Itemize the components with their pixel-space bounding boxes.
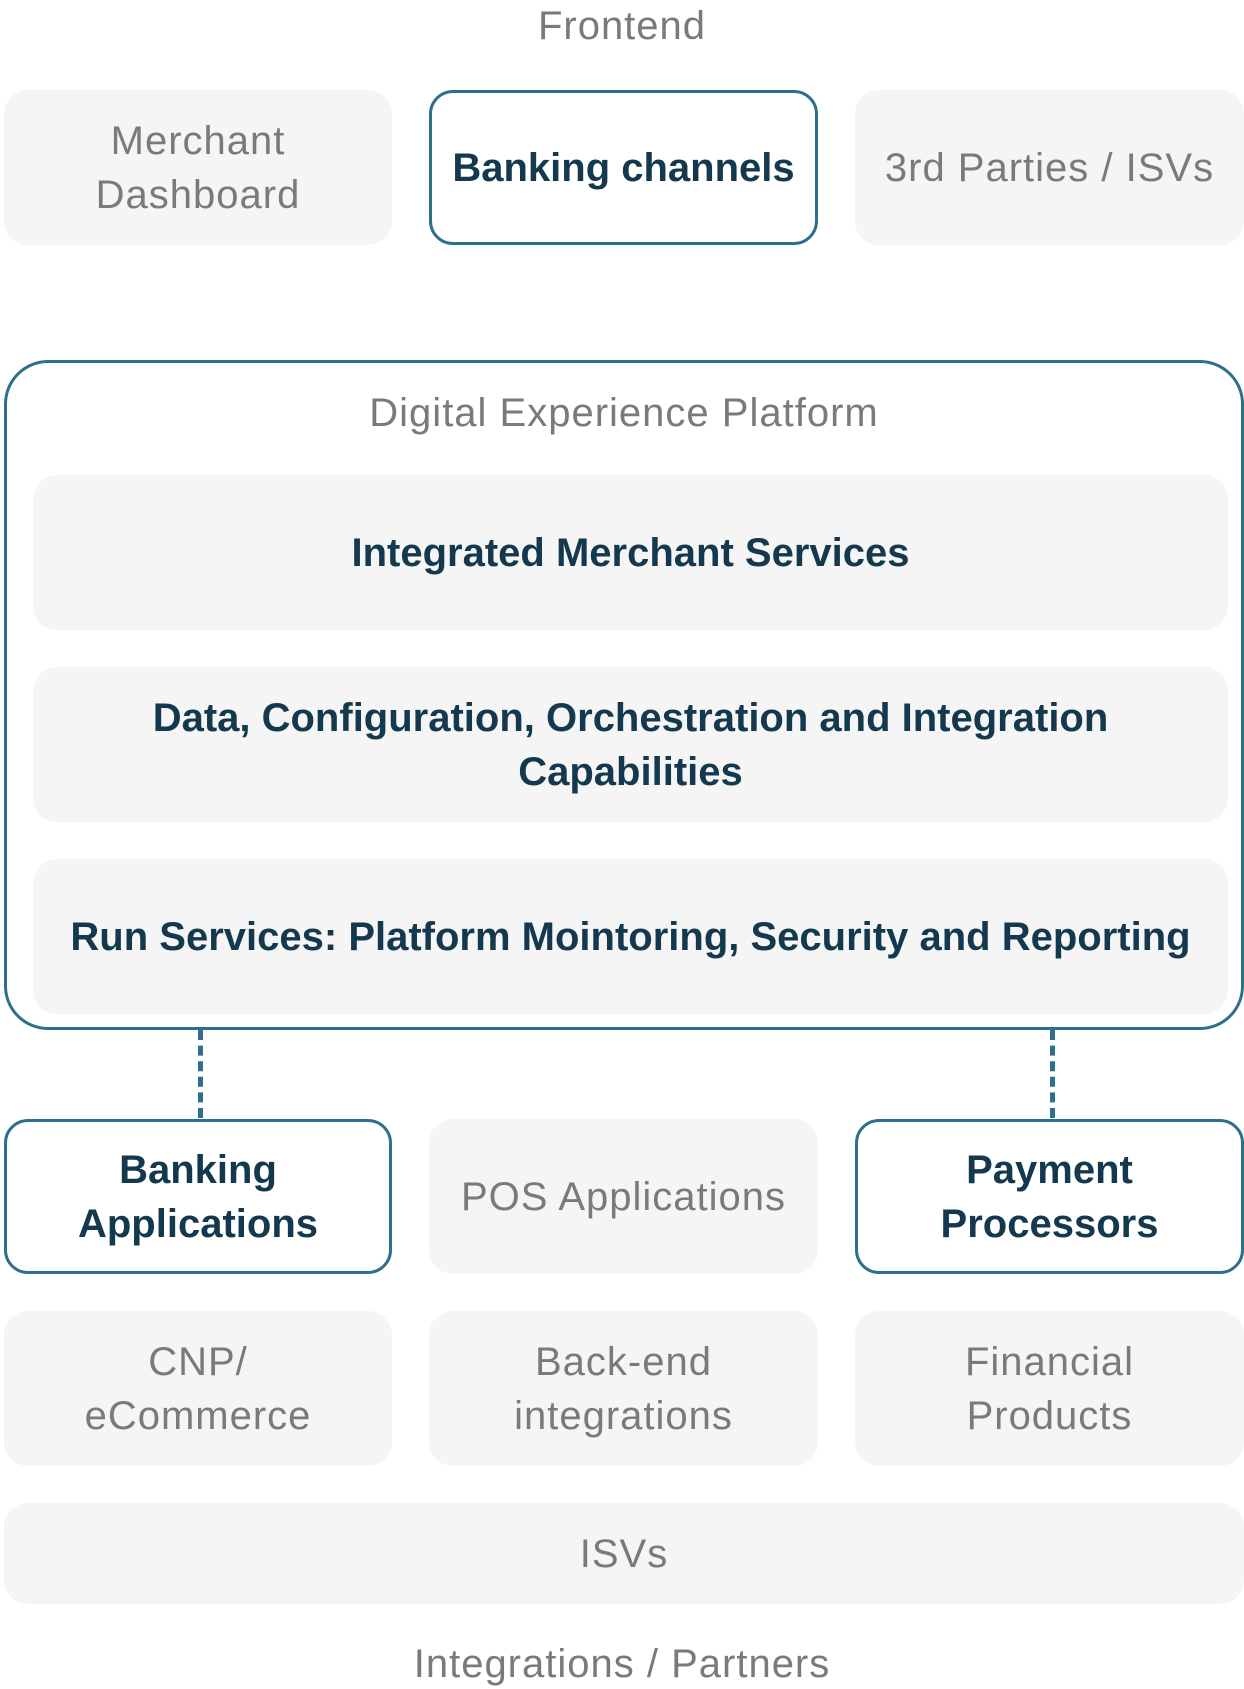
connector-banking-applications <box>198 1030 203 1118</box>
digital-experience-platform: Digital Experience Platform Integrated M… <box>4 360 1244 1030</box>
platform-title: Digital Experience Platform <box>369 391 879 435</box>
connector-payment-processors <box>1050 1030 1055 1118</box>
cnp-ecommerce-box: CNP/ eCommerce <box>4 1311 392 1466</box>
financial-products-box: Financial Products <box>855 1311 1244 1466</box>
frontend-title: Frontend <box>537 4 707 48</box>
merchant-dashboard-label: Merchant Dashboard <box>95 118 301 217</box>
backend-integrations-box: Back-end integrations <box>429 1311 818 1466</box>
platform-layer-label: Integrated Merchant Services <box>351 530 910 575</box>
payment-processors-label: Payment Processors <box>940 1147 1159 1246</box>
third-parties-box: 3rd Parties / ISVs <box>855 90 1244 245</box>
backend-integrations-label: Back-end integrations <box>514 1339 733 1438</box>
pos-applications-label: POS Applications <box>460 1174 787 1219</box>
banking-channels-box: Banking channels <box>429 90 818 245</box>
pos-applications-box: POS Applications <box>429 1119 818 1274</box>
merchant-dashboard-box: Merchant Dashboard <box>4 90 392 245</box>
banking-channels-label: Banking channels <box>452 145 795 190</box>
payment-processors-box: Payment Processors <box>855 1119 1244 1274</box>
isvs-label: ISVs <box>579 1531 669 1576</box>
banking-applications-label: Banking Applications <box>77 1147 319 1246</box>
isvs-box: ISVs <box>4 1503 1244 1604</box>
platform-layer-label: Data, Configuration, Orchestration and I… <box>152 695 1109 794</box>
third-parties-label: 3rd Parties / ISVs <box>884 145 1215 190</box>
cnp-ecommerce-label: CNP/ eCommerce <box>84 1339 312 1438</box>
financial-products-label: Financial Products <box>964 1339 1135 1438</box>
platform-layer-run-services: Run Services: Platform Mointoring, Secur… <box>33 859 1228 1014</box>
banking-applications-box: Banking Applications <box>4 1119 392 1274</box>
integrations-title: Integrations / Partners <box>413 1642 831 1686</box>
platform-layer-merchant-services: Integrated Merchant Services <box>33 475 1228 630</box>
platform-layer-data-capabilities: Data, Configuration, Orchestration and I… <box>33 667 1228 822</box>
platform-layer-label: Run Services: Platform Mointoring, Secur… <box>70 914 1191 959</box>
